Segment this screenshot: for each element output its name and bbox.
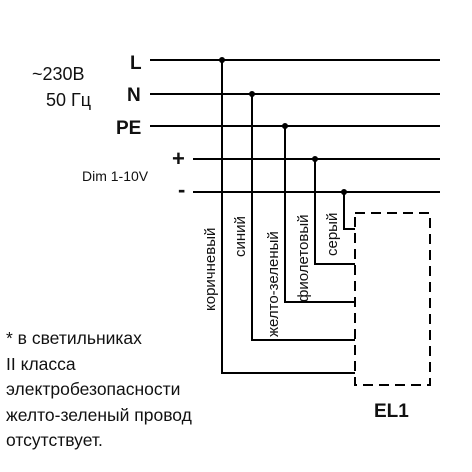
luminaire-label: EL1: [374, 401, 409, 422]
dim-label: Dim 1-10V: [82, 168, 149, 184]
wire-grey: [343, 192, 355, 230]
bus-label-plus: +: [172, 146, 185, 171]
wire-brown: [221, 60, 355, 374]
footnote-line-5: отсутствует.: [6, 430, 103, 450]
footnote-line-1: * в светильниках: [6, 328, 142, 348]
footnote: * в светильниках II класса электробезопа…: [6, 326, 276, 454]
wire-label-blue: синий: [232, 216, 249, 257]
wire-label-brown: коричневый: [202, 228, 219, 311]
wire-blue: [251, 94, 355, 341]
wire-label-grey: серый: [324, 213, 341, 256]
wire-label-yellow-green: желто-зеленый: [265, 231, 282, 337]
junction-n: [249, 91, 255, 97]
bus-label-n: N: [127, 85, 141, 106]
bus-label-minus: -: [178, 177, 185, 202]
bus-label-pe: PE: [116, 118, 141, 139]
wire-yellow-green: [284, 126, 355, 303]
supply-voltage-label: ~230В: [32, 64, 85, 84]
junction-l: [219, 57, 225, 63]
supply-frequency-label: 50 Гц: [46, 90, 91, 110]
junction-plus: [312, 156, 318, 162]
wire-violet: [314, 159, 355, 265]
footnote-line-4: желто-зеленый провод: [6, 404, 192, 425]
footnote-line-2: II класса: [6, 353, 76, 374]
luminaire-box: [354, 212, 431, 386]
footnote-line-3: электробезопасности: [6, 379, 181, 399]
junction-pe: [282, 123, 288, 129]
junction-minus: [341, 189, 347, 195]
bus-label-l: L: [130, 53, 142, 74]
wire-label-violet: фиолетовый: [295, 214, 312, 302]
